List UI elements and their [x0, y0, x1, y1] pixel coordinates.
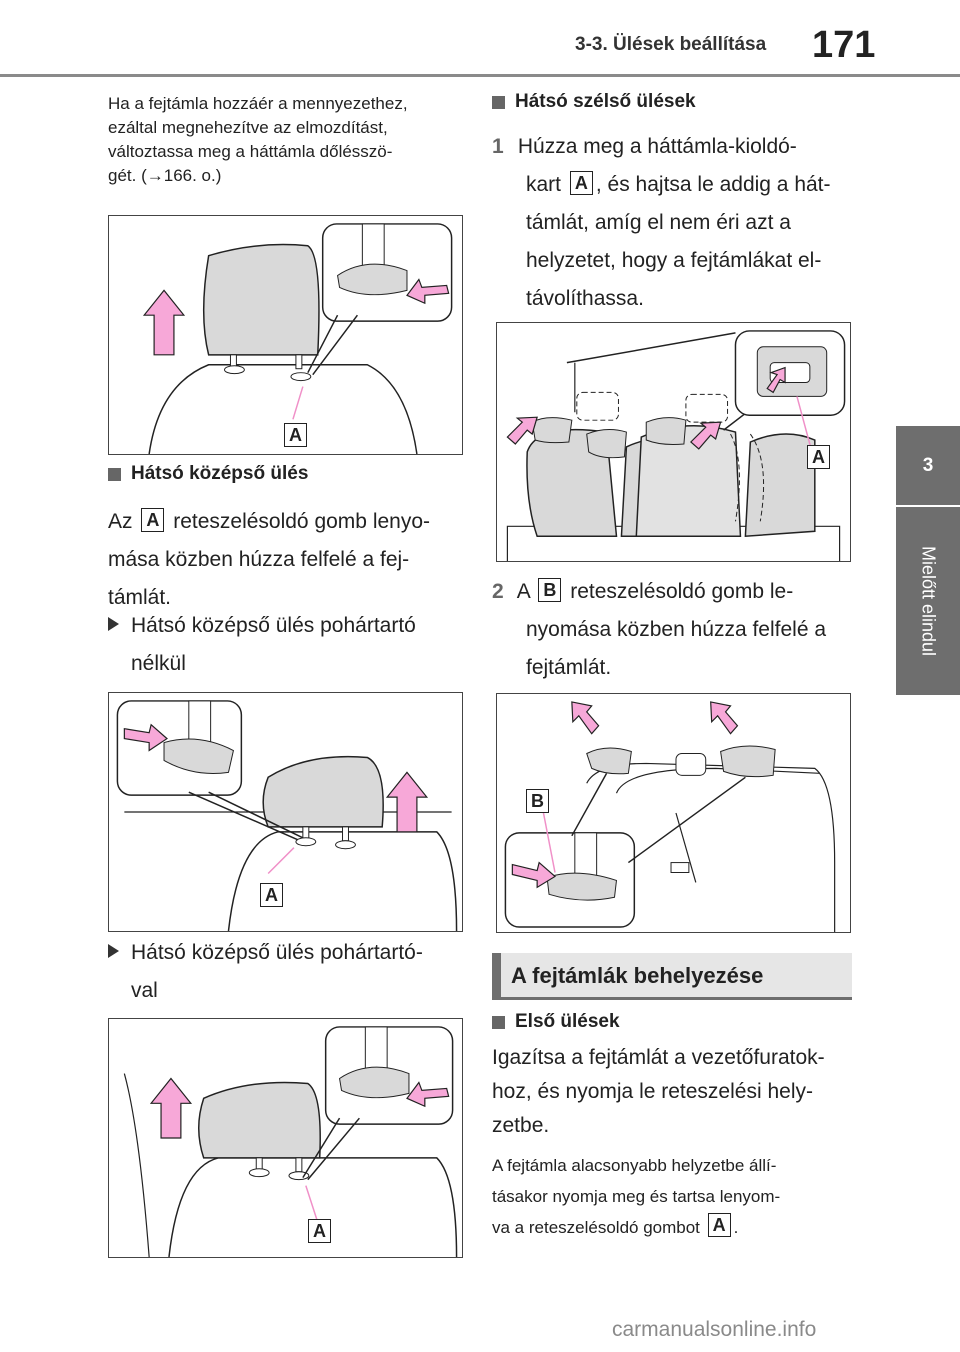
heading-bullet	[108, 467, 121, 481]
watermark: carmanualsonline.info	[612, 1318, 817, 1341]
heading-rear-middle-seat: Hátsó középső ülés	[108, 463, 463, 485]
rear-seatback-illustration	[506, 330, 846, 561]
inline-label-a: A	[569, 171, 593, 195]
note-line: ezáltal megnehezítve az elmozdítást,	[108, 118, 388, 137]
front-seat-instruction: Igazítsa a fejtámlát a vezetőfuratok- ho…	[492, 1046, 825, 1137]
figure-rear-middle-with-cupholder: A	[108, 1018, 463, 1258]
rear-middle-headrest-illustration	[116, 700, 458, 931]
triangle-bullet-icon	[108, 944, 119, 958]
rear-middle-cupholder-illustration	[123, 1026, 458, 1257]
step-number: 1	[492, 135, 504, 158]
triangle-bullet-icon	[108, 617, 119, 631]
rear-outer-headrest-illustration	[504, 701, 836, 932]
inline-label-a: A	[141, 508, 165, 532]
chapter-title-tab	[896, 507, 960, 695]
inline-label-a: A	[707, 1213, 731, 1237]
figure-rear-outer-headrest-raise: B	[496, 693, 851, 933]
figure-label-a: A	[308, 1219, 331, 1243]
chapter-title: Mielőtt elindul	[918, 545, 939, 657]
inline-label-b: B	[538, 578, 562, 602]
chapter-number-tab: 3	[896, 426, 960, 505]
running-header-section: 3-3. Ülések beállítása	[575, 34, 767, 55]
front-headrest-illustration	[142, 223, 453, 454]
headrest-ceiling-note: Ha a fejtámla hozzáér a mennyezethez, ez…	[108, 92, 463, 188]
subcase-no-cupholder: Hátsó középső ülés pohártartó nélkül	[108, 607, 463, 683]
figure-label-a: A	[807, 445, 830, 469]
step-number: 2	[492, 580, 504, 603]
heading-rear-outer-seats: Hátsó szélső ülések	[492, 91, 852, 113]
figure-label-a: A	[260, 883, 283, 907]
header-rule	[0, 74, 960, 77]
rear-middle-instruction: Az A reteszelésoldó gomb lenyo- mása köz…	[108, 508, 431, 609]
heading-bullet	[492, 1015, 505, 1029]
figure-label-b: B	[526, 789, 549, 813]
page-number: 171	[812, 24, 876, 66]
step-1: 1 Húzza meg a háttámla-kioldó- kart A, é…	[492, 128, 852, 318]
figure-rear-middle-no-cupholder: A	[108, 692, 463, 932]
figure-rear-seatback-fold: A	[496, 322, 851, 562]
section-title-rule	[492, 997, 852, 1000]
step-2: 2 A B reteszelésoldó gomb le- nyomása kö…	[492, 573, 852, 687]
heading-bullet	[492, 95, 505, 109]
subcase-with-cupholder: Hátsó középső ülés pohártartó- val	[108, 934, 463, 1010]
section-title-installing-headrests: A fejtámlák behelyezése	[492, 953, 852, 999]
note-line: gét. (→166. o.)	[108, 166, 222, 185]
figure-front-headrest: A	[108, 215, 463, 455]
note-line: változtassa meg a háttámla dőlésszö-	[108, 142, 393, 161]
note-line: Ha a fejtámla hozzáér a mennyezethez,	[108, 94, 408, 113]
front-seat-note: A fejtámla alacsonyabb helyzetbe állí- t…	[492, 1156, 781, 1237]
figure-label-a: A	[284, 423, 307, 447]
heading-front-seats: Első ülések	[492, 1011, 852, 1033]
